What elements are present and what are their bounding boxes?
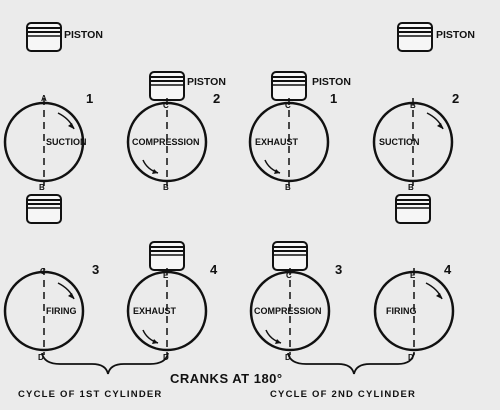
point-label: C <box>40 267 46 276</box>
point-label: B <box>410 101 416 110</box>
piston-icon <box>395 194 431 224</box>
point-label: D <box>408 353 414 362</box>
stroke-label: FIRING <box>46 306 77 316</box>
point-label: C <box>163 101 169 110</box>
point-label: E <box>163 271 169 280</box>
point-label: B <box>39 183 45 192</box>
stroke-number: 4 <box>444 262 452 277</box>
stroke-diagram: FIRING E D 4 <box>373 262 455 362</box>
point-label: B <box>408 183 414 192</box>
piston-label: PISTON <box>436 29 475 41</box>
stroke-number: 3 <box>92 262 99 277</box>
point-label: B <box>163 183 169 192</box>
point-label: B <box>285 183 291 192</box>
stroke-number: 1 <box>330 91 337 106</box>
piston-label: PISTON <box>64 29 103 41</box>
piston-icon <box>272 241 308 271</box>
stroke-label: FIRING <box>386 306 417 316</box>
stroke-number: 3 <box>335 262 342 277</box>
stroke-label: COMPRESSION <box>254 306 322 316</box>
stroke-number: 4 <box>210 262 218 277</box>
stroke-number: 2 <box>213 91 220 106</box>
piston-icon <box>397 22 433 52</box>
cycle-caption: CYCLE OF 1ST CYLINDER <box>18 389 163 400</box>
piston-icon <box>149 71 185 101</box>
stroke-label: COMPRESSION <box>132 137 200 147</box>
cycle-brace <box>41 352 169 375</box>
point-label: D <box>285 353 291 362</box>
stroke-diagram: SUCTION A B 1 <box>3 91 93 192</box>
stroke-diagram: SUCTION B B 2 <box>372 91 459 192</box>
point-label: C <box>286 271 292 280</box>
point-label: E <box>410 271 416 280</box>
piston-label: PISTON <box>187 76 226 88</box>
cycle-caption: CYCLE OF 2ND CYLINDER <box>270 389 416 400</box>
stroke-number: 2 <box>452 91 459 106</box>
stroke-label: SUCTION <box>379 137 420 147</box>
piston-icon <box>149 241 185 271</box>
stroke-diagram: EXHAUST C B 1 <box>248 91 337 192</box>
point-label: D <box>38 353 44 362</box>
piston-icon <box>26 194 62 224</box>
piston-icon <box>271 71 307 101</box>
stroke-number: 1 <box>86 91 93 106</box>
stroke-label: EXHAUST <box>255 137 299 147</box>
piston-icon <box>26 22 62 52</box>
stroke-label: SUCTION <box>46 137 87 147</box>
stroke-diagram: EXHAUST E D 4 <box>126 262 218 362</box>
stroke-diagram: FIRING C D 3 <box>3 262 99 362</box>
stroke-diagram: COMPRESSION C B 2 <box>126 91 220 192</box>
stroke-diagram: COMPRESSION C D 3 <box>249 262 342 362</box>
cycle-brace <box>287 352 415 375</box>
stroke-label: EXHAUST <box>133 306 177 316</box>
piston-label: PISTON <box>312 76 351 88</box>
point-label: C <box>285 101 291 110</box>
cranks-caption: CRANKS AT 180° <box>170 371 283 386</box>
point-label: A <box>41 94 47 103</box>
